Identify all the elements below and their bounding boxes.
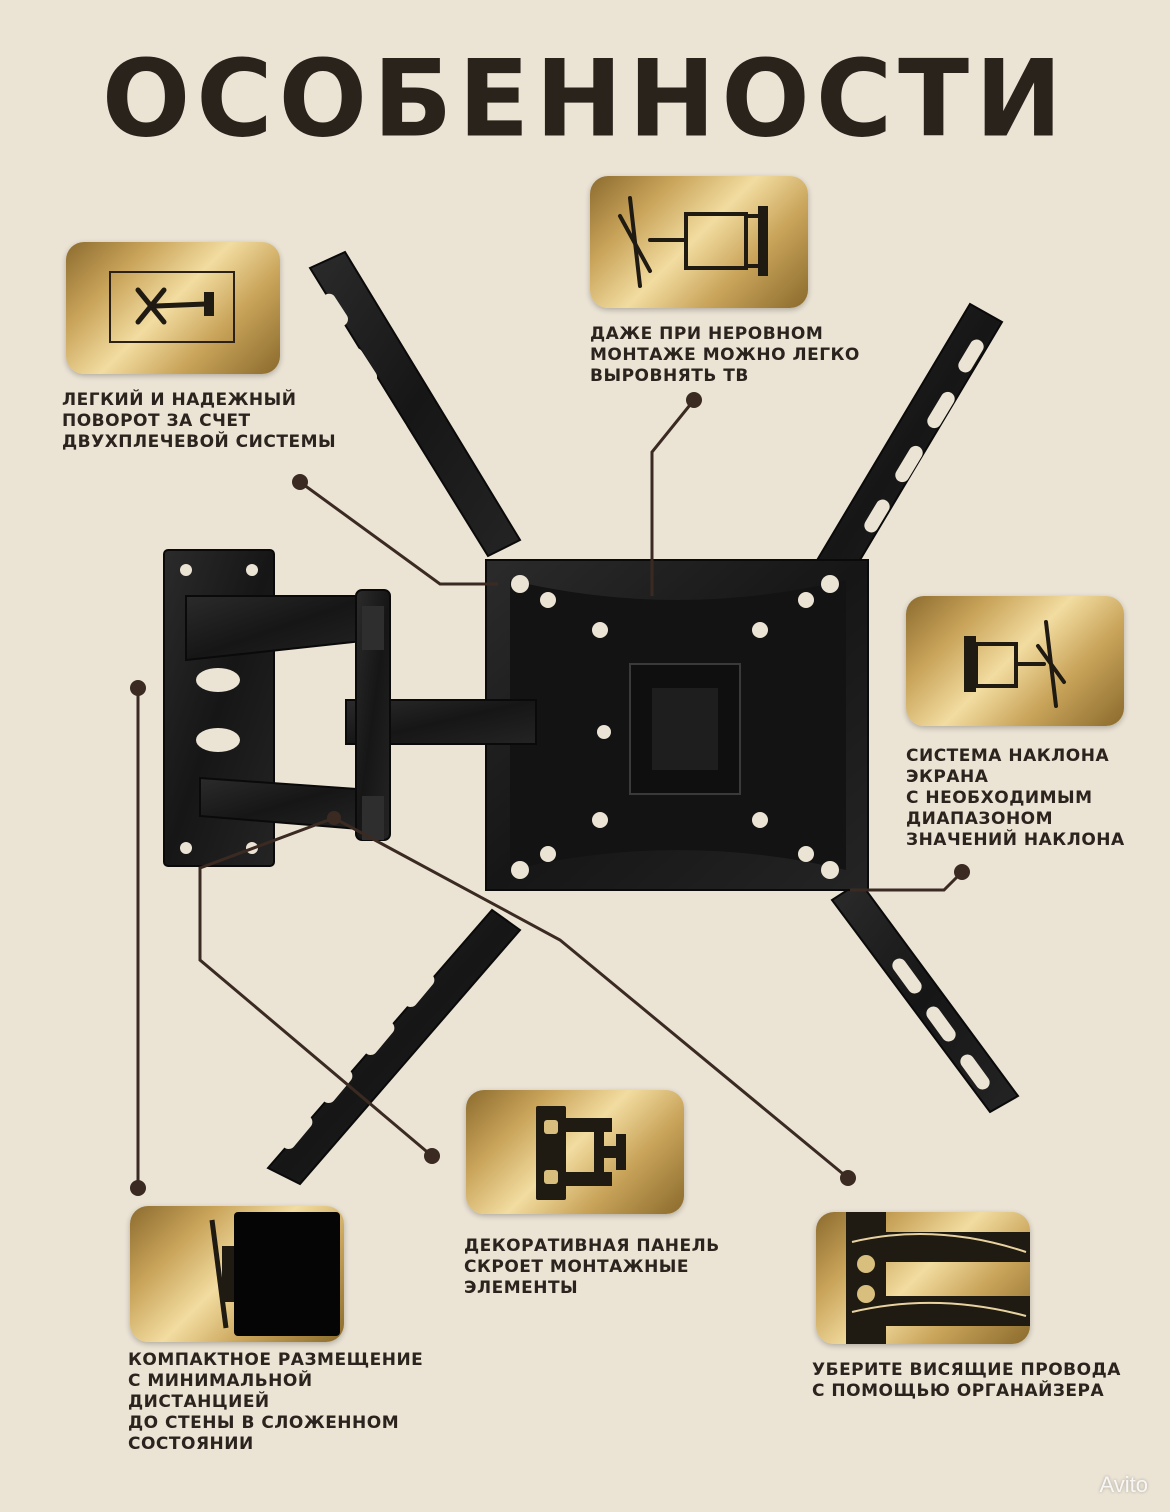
feature-cables-text: УБЕРИТЕ ВИСЯЩИЕ ПРОВОДА С ПОМОЩЬЮ ОРГАНА… — [812, 1360, 1121, 1401]
avito-watermark: Avito — [1099, 1472, 1148, 1497]
feature-swivel-text: ЛЕГКИЙ И НАДЕЖНЫЙ ПОВОРОТ ЗА СЧЕТ ДВУХПЛ… — [62, 390, 337, 452]
feature-compact-text: КОМПАКТНОЕ РАЗМЕЩЕНИЕ С МИНИМАЛЬНОЙ ДИСТ… — [128, 1350, 424, 1454]
feature-level-text: ДАЖЕ ПРИ НЕРОВНОМ МОНТАЖЕ МОЖНО ЛЕГКО ВЫ… — [590, 324, 860, 386]
cables-thumbnail — [816, 1212, 1030, 1344]
page-title: ОСОБЕННОСТИ — [101, 36, 1069, 162]
tilt-thumbnail — [906, 596, 1124, 726]
level-thumbnail — [590, 176, 808, 308]
feature-tilt-text: СИСТЕМА НАКЛОНА ЭКРАНА С НЕОБХОДИМЫМ ДИА… — [906, 746, 1125, 850]
panel-thumbnail — [466, 1090, 684, 1214]
feature-panel-text: ДЕКОРАТИВНАЯ ПАНЕЛЬ СКРОЕТ МОНТАЖНЫЕ ЭЛЕ… — [464, 1236, 720, 1298]
compact-thumbnail — [130, 1206, 344, 1342]
swivel-thumbnail — [66, 242, 280, 374]
